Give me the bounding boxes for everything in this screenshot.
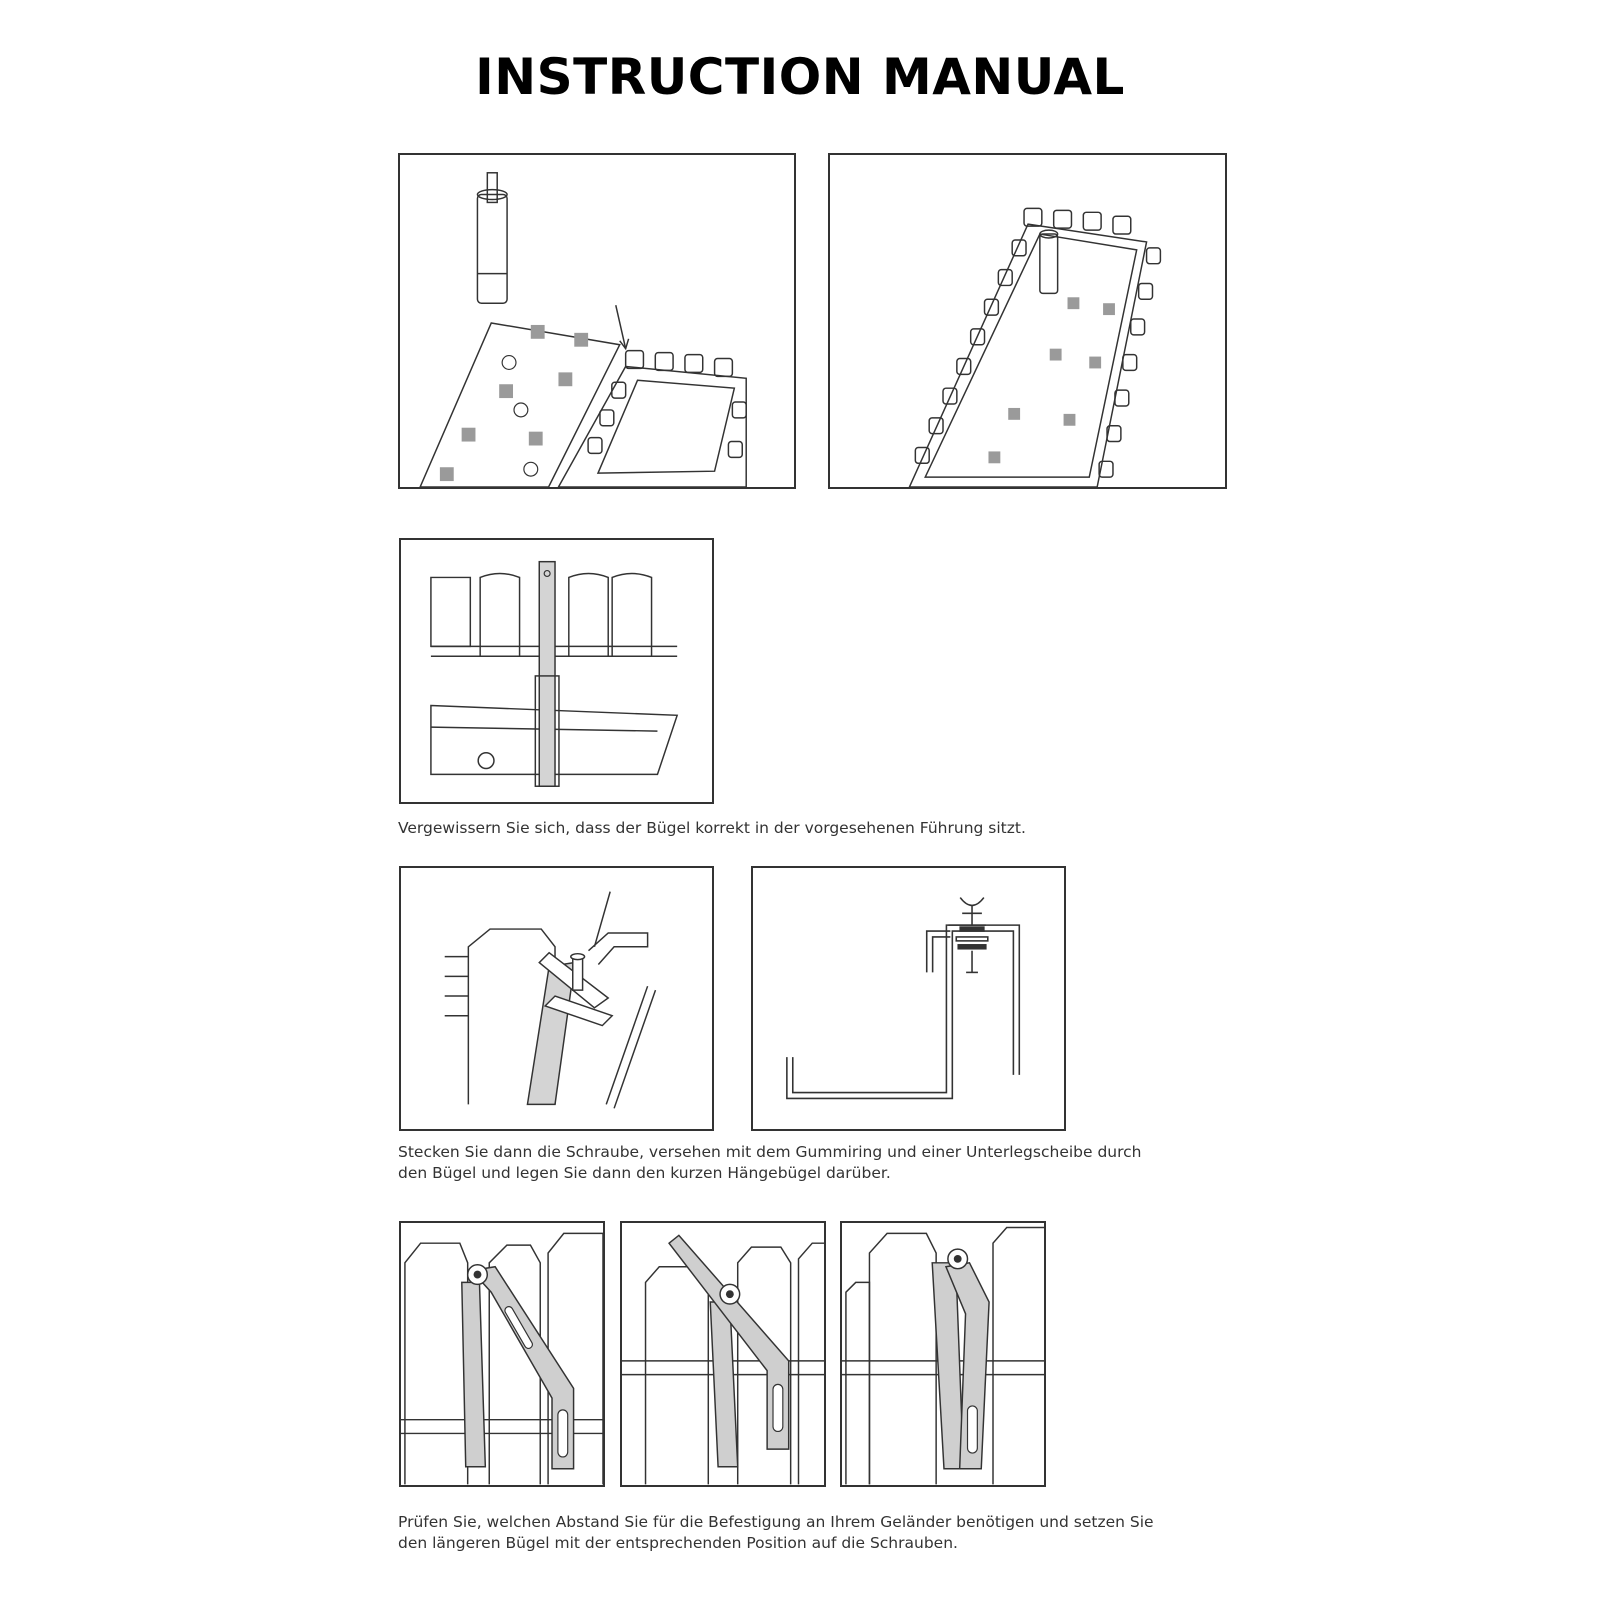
- long-bracket-position-2-figure: [620, 1221, 826, 1487]
- screw-and-short-bracket-figure: [399, 866, 714, 1131]
- insert-drain-plate-figure: [398, 153, 796, 489]
- caption-step-3-line-2: den Bügel und legen Sie dann den kurzen …: [398, 1164, 891, 1182]
- caption-step-2-text: Vergewissern Sie sich, dass der Bügel ko…: [398, 819, 1026, 837]
- caption-step-2: Vergewissern Sie sich, dass der Bügel ko…: [398, 818, 1198, 839]
- long-bracket-position-3-figure: [840, 1221, 1046, 1487]
- bracket-in-guide-figure: [399, 538, 714, 804]
- bracket-profile-figure: [751, 866, 1066, 1131]
- long-bracket-position-1-figure: [399, 1221, 605, 1487]
- caption-step-3: Stecken Sie dann die Schraube, versehen …: [398, 1142, 1198, 1184]
- caption-step-3-line-1: Stecken Sie dann die Schraube, versehen …: [398, 1143, 1142, 1161]
- page-title: INSTRUCTION MANUAL: [475, 48, 1125, 106]
- caption-step-4-line-2: den längeren Bügel mit der entsprechende…: [398, 1534, 958, 1552]
- caption-step-4-line-1: Prüfen Sie, welchen Abstand Sie für die …: [398, 1513, 1154, 1531]
- assembled-planter-figure: [828, 153, 1227, 489]
- caption-step-4: Prüfen Sie, welchen Abstand Sie für die …: [398, 1512, 1198, 1554]
